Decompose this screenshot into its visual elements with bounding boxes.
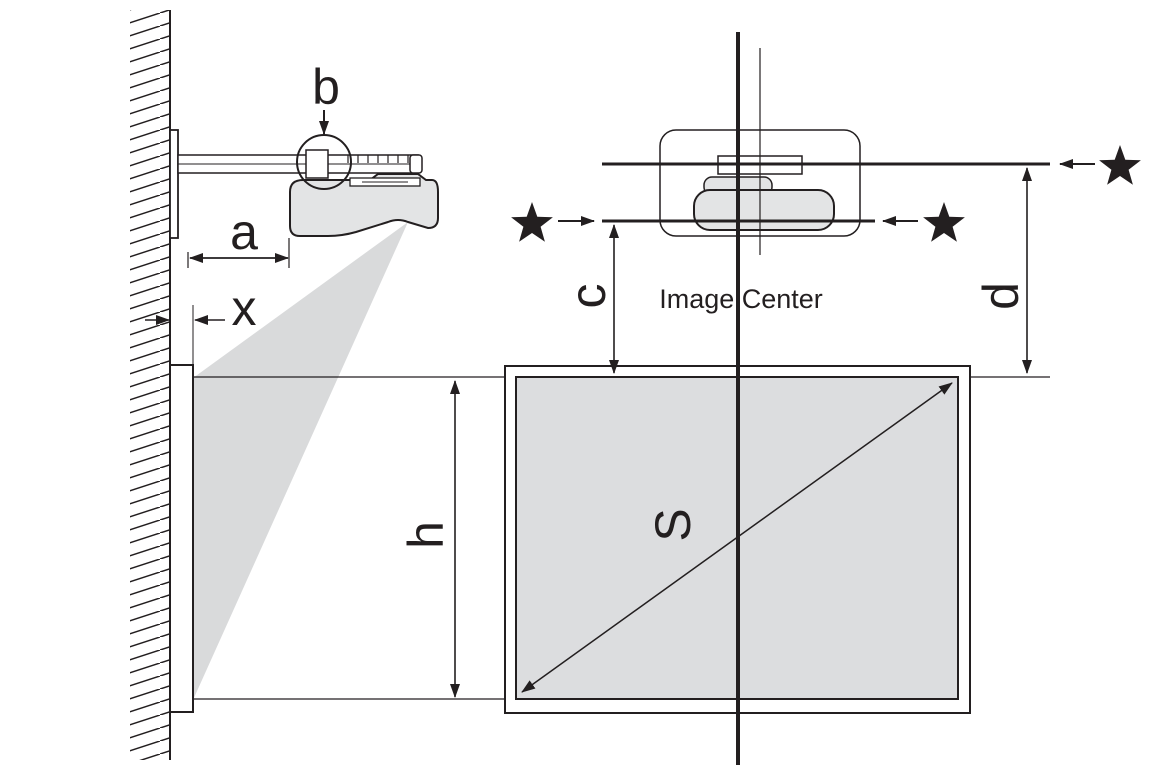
- label-h: h: [398, 521, 454, 549]
- label-x: x: [232, 280, 257, 336]
- wall-mount-plate: [169, 129, 179, 239]
- side-view: b a x h: [130, 10, 1050, 760]
- label-d: d: [973, 282, 1029, 310]
- star-marker-icon: [511, 202, 553, 242]
- star-marker-icon: [923, 202, 965, 242]
- projector-side: [289, 173, 439, 237]
- wall-screen-side: [169, 364, 194, 713]
- label-s: S: [645, 508, 701, 541]
- front-view: S c d Imag: [504, 32, 1141, 765]
- label-a: a: [230, 204, 258, 260]
- image-center-label: Image Center: [659, 284, 823, 314]
- projection-beam: [193, 222, 408, 700]
- mounting-arm: [177, 154, 423, 174]
- label-b: b: [312, 59, 340, 115]
- label-c: c: [560, 284, 616, 309]
- wall: [130, 10, 171, 760]
- detail-circle-b: [296, 134, 352, 190]
- star-marker-icon: [1099, 145, 1141, 185]
